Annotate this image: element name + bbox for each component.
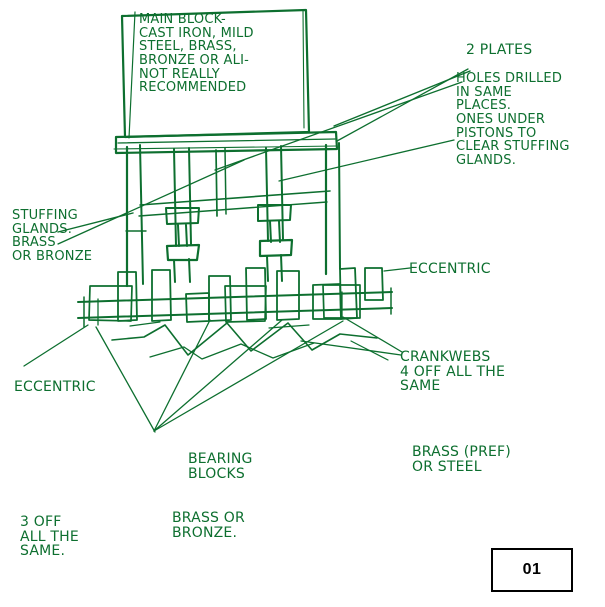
plates-note: 2 PLATES [466, 42, 533, 58]
bearing-block-left [88, 285, 133, 322]
bearing-block-middle [224, 285, 267, 323]
crankwebs-note: CRANKWEBS 4 OFF ALL THE SAME [400, 349, 506, 395]
stuffing-glands-note: STUFFING GLANDS. BRASS OR BRONZE [12, 208, 93, 264]
holes-note: HOLES DRILLED IN SAME PLACES. ONES UNDER… [456, 71, 570, 168]
eccentric-left-note: ECCENTRIC [14, 379, 96, 395]
bearing-block-right [322, 284, 361, 319]
main-block-note: MAIN BLOCK- CAST IRON, MILD STEEL, BRASS… [139, 12, 254, 96]
main-block-top-plate [114, 130, 339, 155]
crankshaft-line [77, 291, 393, 303]
eccentric-right-note: ECCENTRIC [409, 261, 491, 277]
page-number-box: 01 [491, 548, 573, 592]
bearing-blocks-note: BEARING BLOCKS [188, 451, 253, 482]
bearing-quantity-note: 3 OFF ALL THE SAME. [20, 514, 79, 560]
page-number: 01 [522, 561, 542, 578]
crankweb-material-note: BRASS (PREF) OR STEEL [412, 444, 511, 475]
bearing-material-note: BRASS OR BRONZE. [172, 510, 245, 541]
